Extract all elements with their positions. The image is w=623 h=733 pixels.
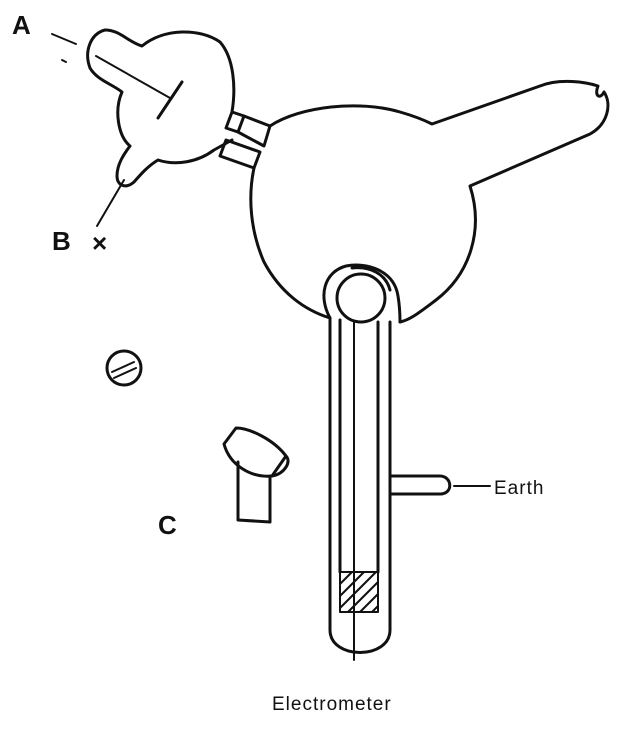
earth-arm: [388, 474, 491, 496]
main-bulb: [249, 79, 610, 324]
wire-a-inside: [95, 55, 171, 99]
glass-joint: [218, 110, 272, 170]
electrode-plate: [156, 80, 184, 120]
cylinder-object: [222, 426, 290, 524]
wire-b: [96, 179, 125, 227]
label-c: C: [158, 510, 177, 540]
plug-hatching: [339, 571, 379, 613]
label-electrometer: Electrometer: [272, 694, 392, 715]
label-earth: Earth: [494, 478, 544, 499]
collector-tube: [322, 263, 402, 661]
side-bulb: [86, 28, 236, 188]
wire-a-outside: [51, 33, 77, 45]
label-b: B: [52, 226, 71, 256]
ring-electrode: [335, 272, 387, 324]
label-a: A: [12, 10, 31, 40]
wire-a-tick: [61, 59, 67, 63]
ring-shield: [350, 266, 392, 292]
electrode-a: [51, 33, 184, 120]
round-lens: [105, 349, 143, 387]
label-b-mark: ×: [92, 228, 107, 258]
